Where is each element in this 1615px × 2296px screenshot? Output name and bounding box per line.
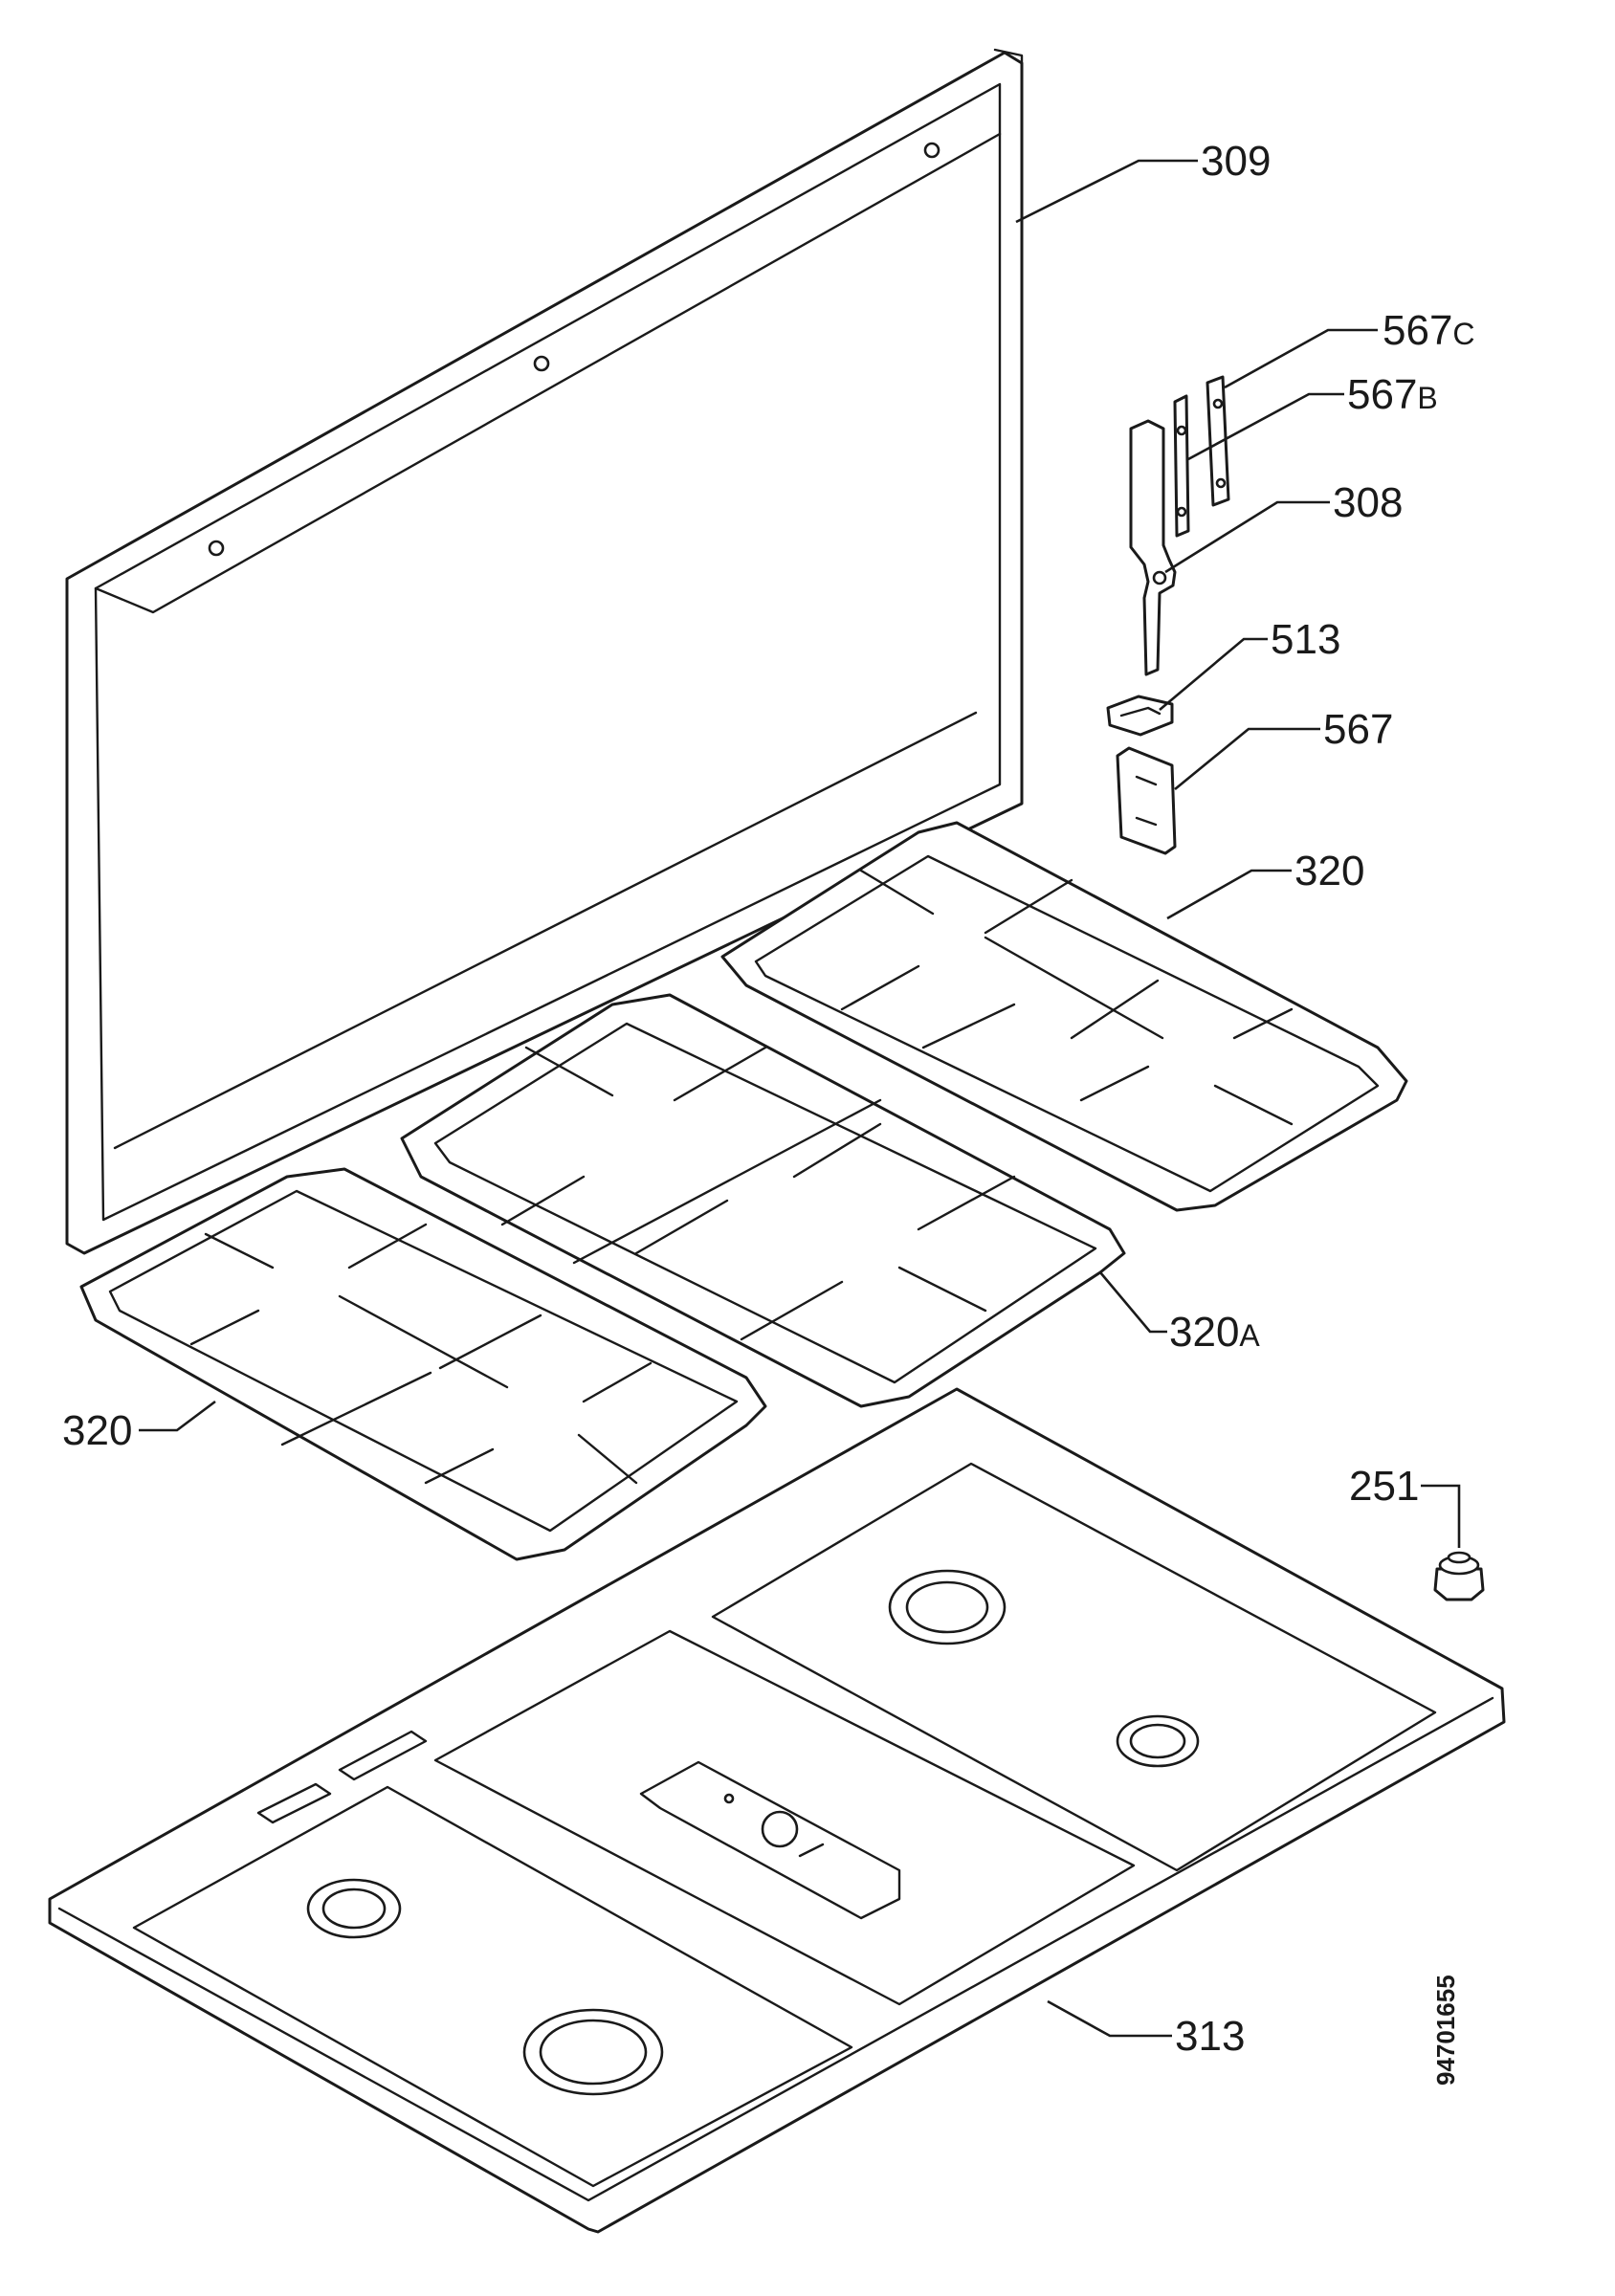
hinge-bar-308	[1129, 419, 1177, 676]
leader-567c	[1224, 328, 1378, 389]
callout-320-left: 320	[62, 1407, 132, 1454]
callout-labels: 309 567C 567B 308 513 567 320 320A 320 2…	[62, 138, 1475, 2060]
pan-support-320-right	[720, 821, 1408, 1212]
leader-320-right	[1166, 869, 1292, 920]
hinge-plate-567c	[1206, 375, 1230, 507]
hinge-base-567	[1116, 746, 1177, 855]
callout-513: 513	[1271, 616, 1340, 663]
pan-support-320-left	[79, 1167, 767, 1561]
callout-320-right: 320	[1294, 848, 1364, 894]
callout-251: 251	[1349, 1463, 1419, 1510]
callout-320a: 320A	[1169, 1309, 1260, 1356]
leader-309	[1015, 159, 1198, 224]
leader-320a	[1099, 1271, 1167, 1334]
callout-567b: 567B	[1347, 371, 1438, 418]
leader-308	[1164, 500, 1330, 574]
document-number: 94701655	[1431, 1975, 1460, 2086]
pan-support-320a-middle	[400, 993, 1126, 1408]
callout-308: 308	[1333, 479, 1403, 526]
leader-251	[1421, 1484, 1461, 1548]
callout-309: 309	[1201, 138, 1271, 185]
leader-lines	[139, 159, 1461, 2038]
hinge-clip-513	[1106, 695, 1174, 737]
callout-567: 567	[1323, 706, 1393, 753]
lid-309	[65, 48, 1024, 1255]
hinge-plate-567b	[1173, 394, 1190, 538]
knob-251	[1433, 1551, 1485, 1601]
callout-313: 313	[1175, 2013, 1245, 2060]
leader-513	[1159, 637, 1268, 711]
leader-567	[1174, 727, 1320, 791]
leader-313	[1047, 1999, 1172, 2038]
hob-top-313	[48, 1387, 1506, 2234]
leader-320-left	[139, 1400, 216, 1432]
callout-567c: 567C	[1383, 307, 1475, 354]
leader-567b	[1187, 392, 1344, 461]
